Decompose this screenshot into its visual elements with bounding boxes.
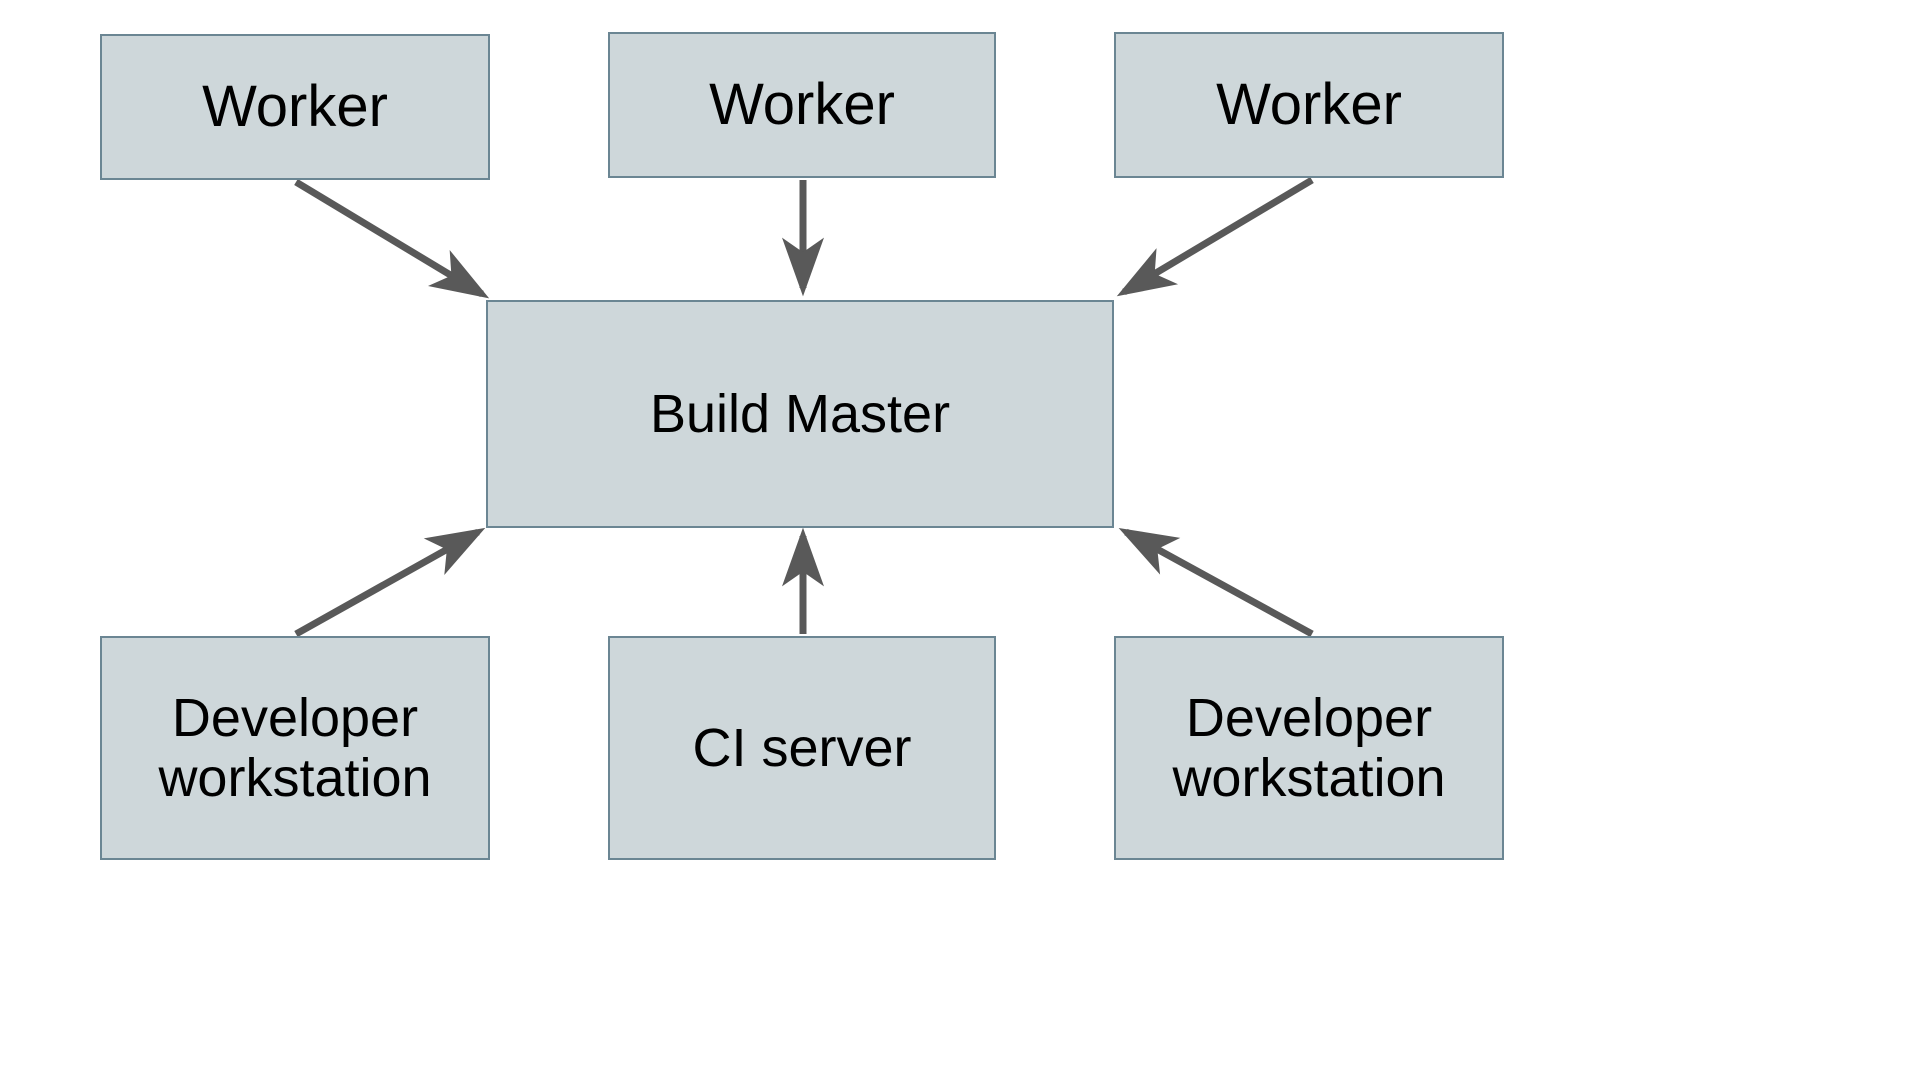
node-worker-2[interactable]: Worker — [608, 32, 996, 178]
node-worker-1[interactable]: Worker — [100, 34, 490, 180]
node-worker-3[interactable]: Worker — [1114, 32, 1504, 178]
node-worker-2-label: Worker — [709, 71, 895, 137]
node-developer-workstation-left-label: Developer workstation — [158, 687, 432, 808]
node-developer-workstation-right-label: Developer workstation — [1172, 687, 1446, 808]
node-build-master[interactable]: Build Master — [486, 300, 1114, 528]
edge-devright-master — [1118, 527, 1314, 638]
edge-worker3-master — [1116, 176, 1314, 297]
node-worker-3-label: Worker — [1216, 71, 1402, 137]
edge-worker1-master — [294, 179, 490, 299]
node-developer-workstation-right[interactable]: Developer workstation — [1114, 636, 1504, 860]
node-build-master-label: Build Master — [649, 383, 951, 444]
node-ci-server[interactable]: CI server — [608, 636, 996, 860]
node-worker-1-label: Worker — [202, 73, 388, 139]
node-developer-workstation-left[interactable]: Developer workstation — [100, 636, 490, 860]
edge-devleft-master — [294, 527, 486, 638]
node-ci-server-label: CI server — [692, 717, 912, 778]
